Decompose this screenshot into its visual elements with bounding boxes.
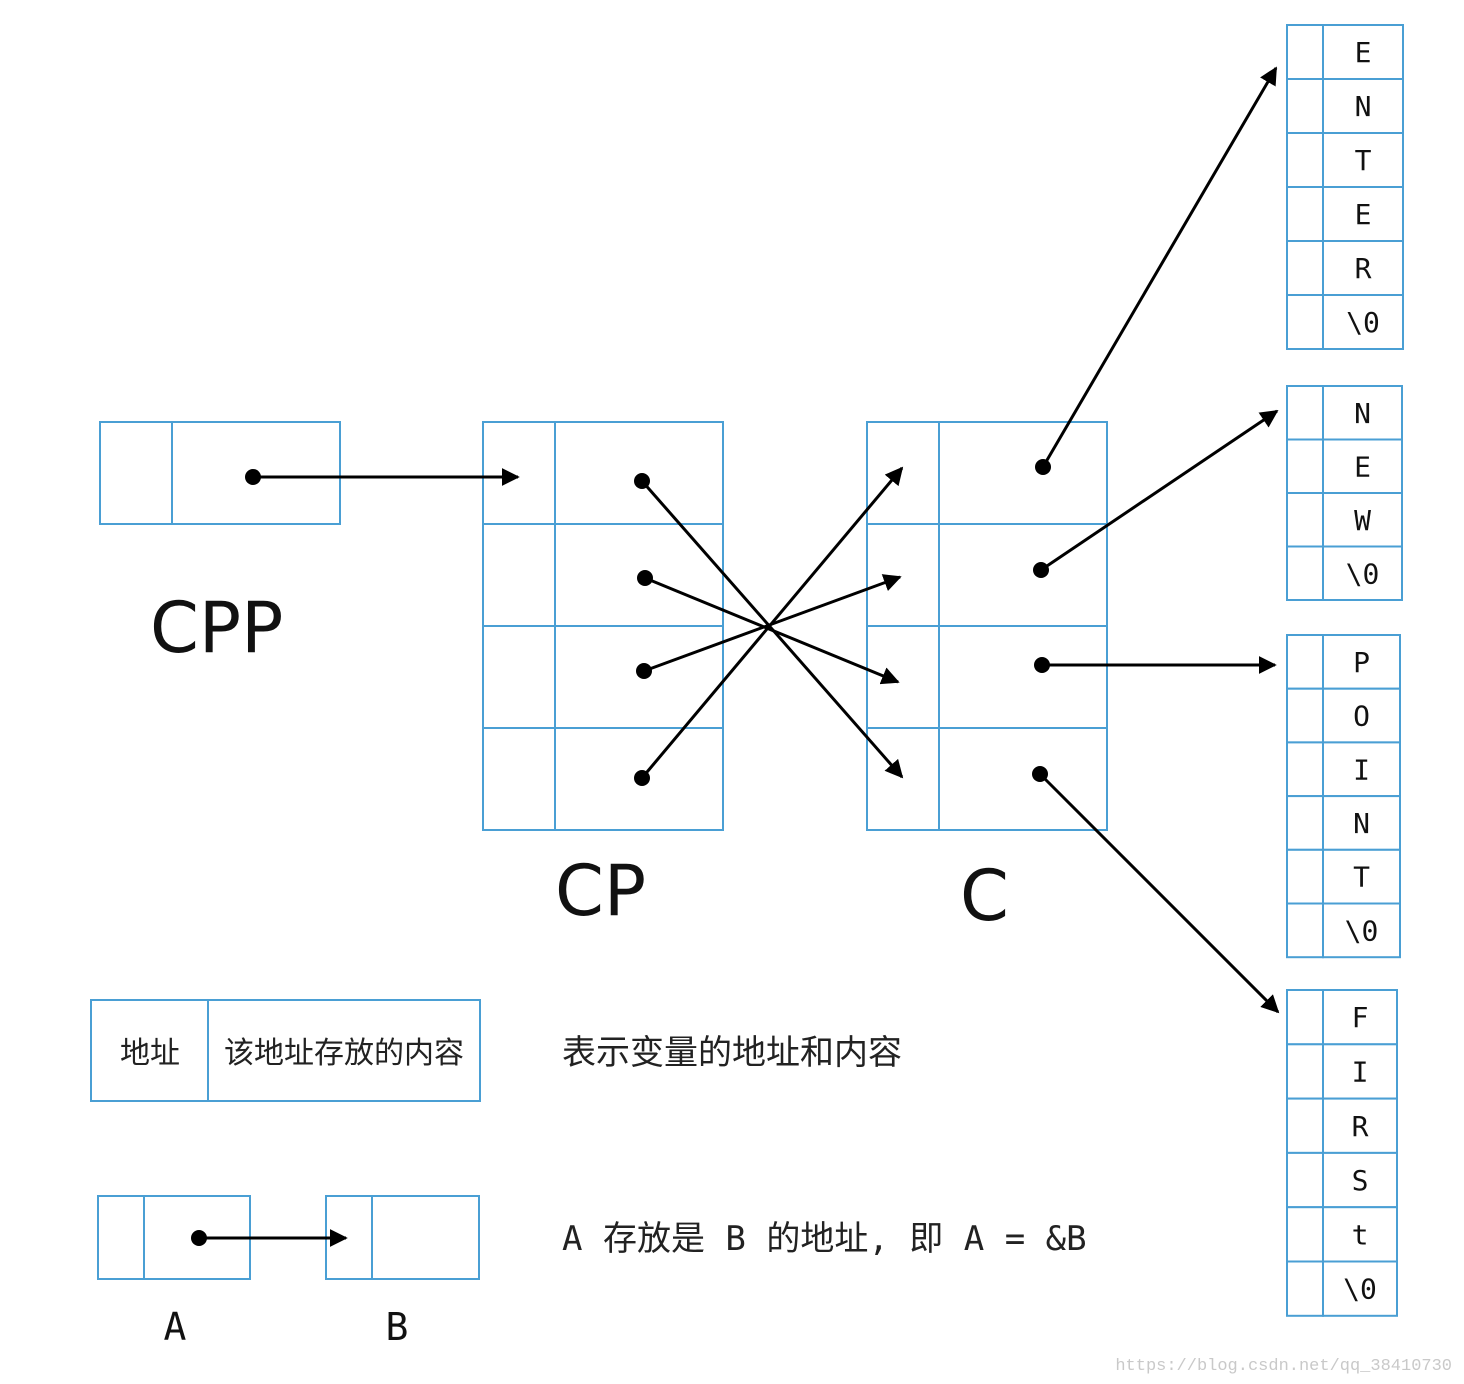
cp-array bbox=[482, 421, 724, 831]
string-char-cell bbox=[1322, 1206, 1398, 1263]
string-address-cell bbox=[1286, 848, 1324, 905]
string-char: N bbox=[1354, 397, 1371, 430]
pointer-dot bbox=[1032, 766, 1048, 782]
string-address-cell bbox=[1286, 741, 1324, 798]
string-char: O bbox=[1353, 700, 1370, 733]
string-char: \0 bbox=[1346, 306, 1380, 339]
string-char: \0 bbox=[1345, 914, 1379, 947]
cpp-label: CPP bbox=[150, 587, 283, 669]
string-char-cell bbox=[1322, 848, 1401, 905]
arrow-c3-to-first bbox=[1038, 772, 1280, 1014]
string-address-cell bbox=[1286, 795, 1324, 851]
string-address-cell bbox=[1286, 438, 1324, 494]
string-char-cell bbox=[1322, 294, 1404, 350]
string-address-cell bbox=[1286, 240, 1324, 296]
string-char-cell bbox=[1322, 1260, 1398, 1317]
string-char: R bbox=[1355, 252, 1372, 285]
string-char: I bbox=[1352, 1055, 1369, 1088]
label-b: B bbox=[386, 1305, 409, 1349]
string-char-cell bbox=[1322, 240, 1404, 296]
string-address-cell bbox=[1286, 492, 1324, 548]
string-char: R bbox=[1352, 1110, 1369, 1143]
string-char-cell bbox=[1322, 385, 1403, 441]
legend-content-cell: 该地址存放的内容 bbox=[224, 1036, 464, 1071]
string-char: \0 bbox=[1343, 1273, 1377, 1306]
string-char-cell bbox=[1322, 132, 1404, 188]
string-char-cell bbox=[1322, 634, 1401, 690]
string-char-cell bbox=[1322, 902, 1401, 959]
string-char-cell bbox=[1322, 1043, 1398, 1100]
legend-address-desc: 表示变量的地址和内容 bbox=[562, 1033, 902, 1073]
string-char: E bbox=[1355, 198, 1372, 231]
watermark: https://blog.csdn.net/qq_38410730 bbox=[1115, 1357, 1452, 1376]
pointer-dot bbox=[634, 473, 650, 489]
string-char: \0 bbox=[1346, 557, 1380, 590]
string-char: T bbox=[1353, 861, 1370, 894]
legend-pointer-desc: A 存放是 B 的地址, 即 A = &B bbox=[562, 1219, 1087, 1259]
string-address-cell bbox=[1286, 78, 1324, 134]
string-char: E bbox=[1355, 36, 1372, 69]
string-char-cell bbox=[1322, 545, 1403, 601]
string-address-cell bbox=[1286, 24, 1324, 80]
pointer-dot bbox=[637, 570, 653, 586]
string-char-cell bbox=[1322, 795, 1401, 851]
legend-address-box bbox=[90, 999, 481, 1102]
string-address-cell bbox=[1286, 294, 1324, 350]
string-char: W bbox=[1354, 504, 1371, 537]
string-address-cell bbox=[1286, 902, 1324, 959]
legend-address-cell: 地址 bbox=[120, 1036, 180, 1071]
string-address-cell bbox=[1286, 186, 1324, 242]
pointer-dot bbox=[245, 469, 261, 485]
string-address-cell bbox=[1286, 385, 1324, 441]
string-char: N bbox=[1355, 90, 1372, 123]
string-address-cell bbox=[1286, 1260, 1324, 1317]
string-address-cell bbox=[1286, 545, 1324, 601]
string-char-cell bbox=[1322, 492, 1403, 548]
string-char: t bbox=[1352, 1218, 1369, 1251]
string-address-cell bbox=[1286, 1097, 1324, 1154]
arrow-c0-to-enter bbox=[1041, 66, 1278, 468]
string-address-cell bbox=[1286, 989, 1324, 1046]
string-char-cell bbox=[1322, 1097, 1398, 1154]
string-address-cell bbox=[1286, 1206, 1324, 1263]
legend-b-box bbox=[325, 1195, 480, 1280]
string-address-cell bbox=[1286, 634, 1324, 690]
string-char: F bbox=[1352, 1001, 1369, 1034]
string-char: E bbox=[1354, 450, 1371, 483]
string-address-cell bbox=[1286, 1151, 1324, 1209]
string-char-cell bbox=[1322, 687, 1401, 744]
string-address-cell bbox=[1286, 1043, 1324, 1100]
pointer-dot bbox=[1034, 657, 1050, 673]
string-array-new: NEW \0 bbox=[1286, 385, 1403, 601]
pointer-dot bbox=[636, 663, 652, 679]
arrow-c1-to-new bbox=[1040, 409, 1279, 572]
string-char-cell bbox=[1322, 741, 1401, 798]
string-address-cell bbox=[1286, 132, 1324, 188]
pointer-dot bbox=[1035, 459, 1051, 475]
cpp-box bbox=[99, 421, 341, 525]
cp-label: CP bbox=[555, 850, 646, 932]
label-a: A bbox=[164, 1305, 187, 1349]
c-array bbox=[866, 421, 1108, 831]
string-char: T bbox=[1355, 144, 1372, 177]
arrow-cp1-to-c2 bbox=[644, 576, 900, 685]
pointer-dot bbox=[1033, 562, 1049, 578]
string-address-cell bbox=[1286, 687, 1324, 744]
string-char: P bbox=[1353, 646, 1370, 679]
arrows bbox=[245, 66, 1280, 1014]
pointer-dot bbox=[634, 770, 650, 786]
string-char-cell bbox=[1322, 989, 1398, 1046]
string-char-cell bbox=[1322, 24, 1404, 80]
string-char: I bbox=[1353, 753, 1370, 786]
arrow-cp3-to-c0 bbox=[640, 466, 904, 779]
c-label: C bbox=[960, 855, 1009, 937]
string-char: N bbox=[1353, 807, 1370, 840]
string-char: S bbox=[1352, 1164, 1369, 1197]
pointer-dot bbox=[191, 1230, 207, 1246]
